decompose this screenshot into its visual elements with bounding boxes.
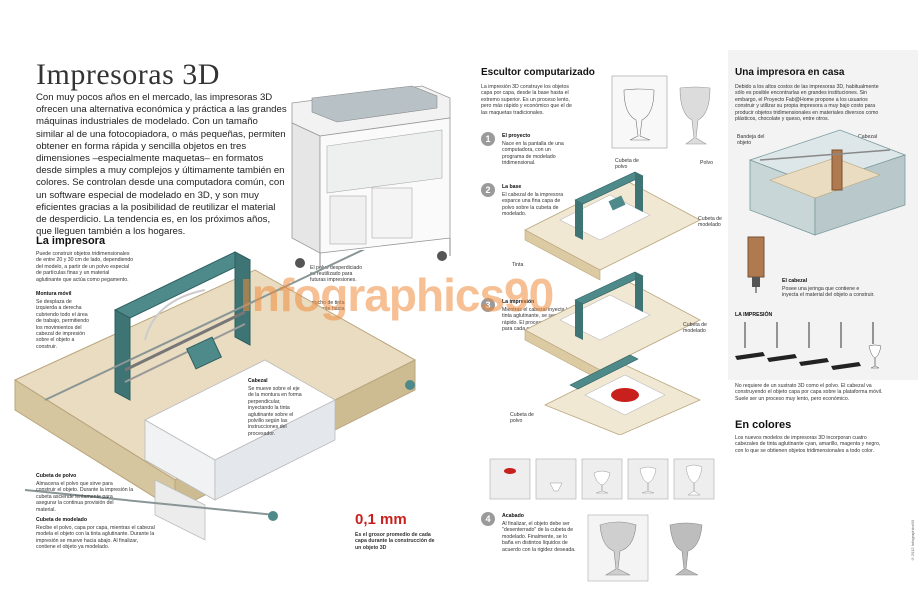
cabezal-heading: Cabezal: [248, 378, 268, 384]
step-2-heading: La base: [502, 184, 522, 190]
page-title: Impresoras 3D: [36, 58, 220, 91]
stat-caption: Es el grosor promedio de cada capa duran…: [355, 532, 435, 551]
cubeta-modelado-text: Recibe el polvo, capa por capa, mientras…: [36, 525, 155, 551]
home-print-sequence-illustration: [735, 322, 882, 370]
printer-machine-illustration: [291, 85, 451, 268]
step-1-text: Nace en la pantalla de una computadora, …: [502, 141, 564, 167]
label-polvo: Polvo: [700, 160, 713, 166]
stat-value: 0,1 mm: [355, 511, 407, 528]
cubeta-polvo-heading: Cubeta de polvo: [36, 473, 77, 479]
label-bandeja: Bandeja del objeto: [737, 134, 765, 147]
layer-cubes-illustration: [489, 458, 715, 582]
step-2-text: El cabezal de la impresora esparce una f…: [502, 192, 564, 218]
cabezal-text: Se mueve sobre el eje de la montura en f…: [248, 386, 302, 437]
step-2-number: 2: [481, 183, 495, 197]
home-printer-illustration: [748, 129, 907, 236]
label-cubeta-modelado-2: Cubeta de modelado: [683, 322, 707, 335]
la-impresora-heading: La impresora: [36, 235, 106, 247]
escultor-text: La impresión 3D construye los objetos ca…: [481, 84, 572, 116]
label-tinta: Tinta: [512, 262, 524, 268]
wineglass-model-illustration: [611, 75, 711, 149]
printer-mechanism-illustration: [13, 250, 417, 541]
el-cabezal-heading: El cabezal: [782, 278, 808, 284]
colores-heading: En colores: [735, 419, 792, 431]
intro-text: Con muy pocos años en el mercado, las im…: [36, 92, 287, 238]
step-1-heading: El proyecto: [502, 133, 531, 139]
casa-heading: Una impresora en casa: [735, 67, 845, 78]
escultor-heading: Escultor computarizado: [481, 67, 595, 78]
cubeta-polvo-text: Almacena el polvo que sirve para constru…: [36, 481, 134, 513]
step-printer-illustrations: [524, 171, 701, 435]
cubeta-modelado-heading: Cubeta de modelado: [36, 517, 88, 523]
credit-text: ©2012 Infographics90: [910, 520, 915, 562]
el-cabezal-text: Posee una jeringa que contiene e inyecta…: [782, 286, 875, 299]
step-4-heading: Acabado: [502, 513, 524, 519]
step-3-heading: La impresión: [502, 299, 535, 305]
step-1-number: 1: [481, 132, 495, 146]
syringe-head-illustration: [747, 236, 765, 293]
step-4-number: 4: [481, 512, 495, 526]
casa-text: Debido a los altos costos de las impreso…: [735, 84, 879, 123]
montura-text: Se desplaza de izquierda a derecha cubri…: [36, 299, 90, 350]
colores-text: Los nuevos modelos de impresoras 3D inco…: [735, 435, 881, 454]
printer-caption: El polvo desperdiciado es reutilizado pa…: [310, 265, 363, 284]
step-3-number: 3: [481, 298, 495, 312]
watermark-text: Infographics90: [240, 269, 554, 321]
label-cubeta-modelado: Cubeta de modelado: [698, 216, 722, 229]
impresion-text: No requiere de un sustrato 3D como el po…: [735, 383, 883, 402]
label-cubeta-polvo: Cubeta de polvo: [615, 158, 639, 171]
impresion-heading: LA IMPRESIÓN: [735, 312, 773, 318]
step-4-text: Al finalizar, el objeto debe ser "desent…: [502, 521, 576, 553]
label-cubeta-polvo-2: Cubeta de polvo: [510, 412, 534, 425]
montura-heading: Montura móvil: [36, 291, 72, 297]
la-impresora-text: Puede construir objetos tridimensionales…: [36, 251, 134, 283]
label-cabezal: Cabezal: [858, 134, 878, 140]
